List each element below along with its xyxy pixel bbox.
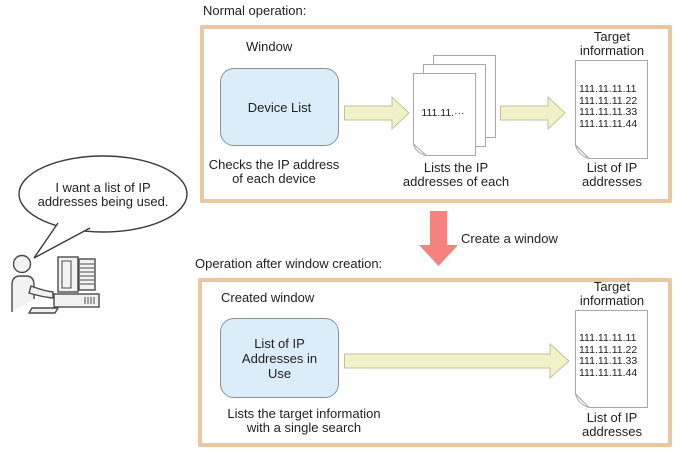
device-list-caption: Checks the IP address of each device xyxy=(208,157,340,186)
person-at-computer-icon xyxy=(11,254,100,314)
target-document-caption: List of IP addresses xyxy=(582,160,642,189)
documents-caption: Lists the IP addresses of each xyxy=(402,160,510,189)
after-section-heading: Operation after window creation: xyxy=(195,256,383,271)
device-list-panel: Device List xyxy=(220,68,339,146)
normal-section-heading: Normal operation: xyxy=(203,3,307,18)
flow-arrow-1-icon xyxy=(344,95,410,131)
speech-bubble-shape xyxy=(18,155,188,259)
target-info-heading-after: Target information xyxy=(579,279,645,308)
create-window-label: Create a window xyxy=(461,231,558,246)
target-document-ips: 111.11.11.11 111.11.11.22 111.11.11.33 1… xyxy=(579,83,638,130)
target-document-after-ips: 111.11.11.11 111.11.11.22 111.11.11.33 1… xyxy=(579,332,638,379)
target-info-heading: Target information xyxy=(579,29,645,58)
create-window-arrow-icon xyxy=(419,211,458,266)
ip-list-panel: List of IP Addresses in Use xyxy=(220,318,339,398)
flow-arrow-3-icon xyxy=(344,342,570,380)
window-title: Window xyxy=(246,39,293,54)
target-document-icon xyxy=(575,60,648,159)
created-window-title: Created window xyxy=(221,290,315,305)
flow-arrow-2-icon xyxy=(500,95,566,131)
document-front-icon xyxy=(413,73,476,156)
ip-list-caption: Lists the target information with a sing… xyxy=(227,406,381,435)
target-document-after-icon xyxy=(575,310,648,408)
document-front-text: 111.11.··· xyxy=(421,107,465,119)
speech-bubble-text: I want a list of IP addresses being used… xyxy=(37,180,169,209)
target-document-after-caption: List of IP addresses xyxy=(582,410,642,439)
